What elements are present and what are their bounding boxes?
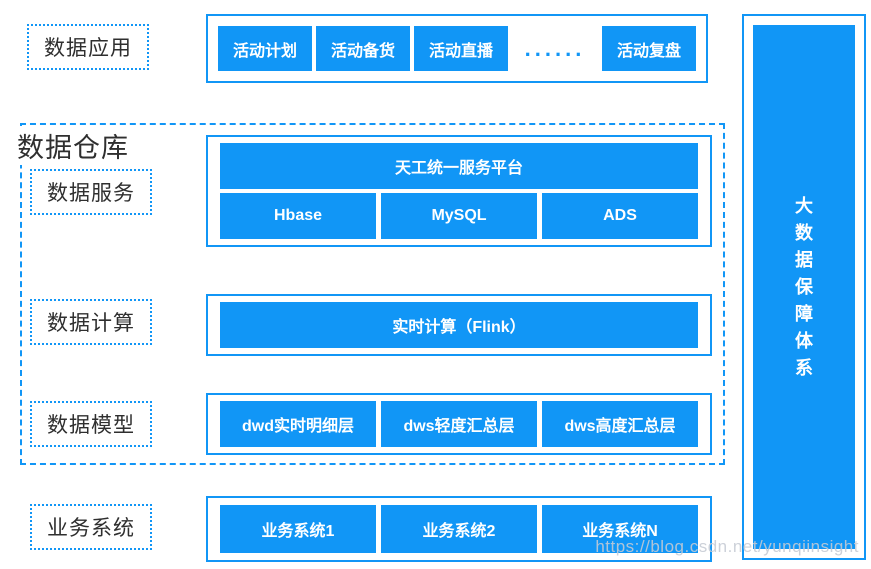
business-system-2-box: 业务系统2 xyxy=(381,505,537,553)
label-data-compute: 数据计算 xyxy=(30,299,152,345)
label-data-application: 数据应用 xyxy=(27,24,149,70)
label-business-system: 业务系统 xyxy=(30,504,152,550)
engine-box-hbase: Hbase xyxy=(220,193,376,239)
layer-box-dws-light: dws轻度汇总层 xyxy=(381,401,537,447)
assurance-bar-label: 大数据保障体系 xyxy=(795,195,813,378)
app-box-activity-live: 活动直播 xyxy=(414,26,508,71)
unified-service-platform-box: 天工统一服务平台 xyxy=(220,143,698,189)
storage-engine-row: Hbase MySQL ADS xyxy=(220,193,698,239)
ellipsis-dots: ...... xyxy=(524,35,586,61)
warehouse-dashed-region xyxy=(20,123,725,465)
label-data-service: 数据服务 xyxy=(30,169,152,215)
realtime-compute-flink-box: 实时计算（Flink） xyxy=(220,302,698,348)
app-box-activity-plan: 活动计划 xyxy=(218,26,312,71)
warehouse-title: 数据仓库 xyxy=(12,126,134,165)
layer-box-dws-high: dws高度汇总层 xyxy=(542,401,698,447)
business-system-n-box: 业务系统N xyxy=(542,505,698,553)
application-row-frame: 活动计划 活动备货 活动直播 ...... 活动复盘 xyxy=(206,14,708,83)
watermark-url: https://blog.csdn.net/yunqiinsight xyxy=(595,537,859,556)
label-data-model: 数据模型 xyxy=(30,401,152,447)
app-box-activity-review: 活动复盘 xyxy=(602,26,696,71)
layer-box-dwd-detail: dwd实时明细层 xyxy=(220,401,376,447)
business-system-1-box: 业务系统1 xyxy=(220,505,376,553)
app-box-activity-stock: 活动备货 xyxy=(316,26,410,71)
assurance-bar-fill: 大数据保障体系 xyxy=(753,25,855,549)
engine-box-ads: ADS xyxy=(542,193,698,239)
big-data-assurance-bar: 大数据保障体系 xyxy=(742,14,866,560)
engine-box-mysql: MySQL xyxy=(381,193,537,239)
compute-row-frame: 实时计算（Flink） xyxy=(206,294,712,356)
model-row-frame: dwd实时明细层 dws轻度汇总层 dws高度汇总层 xyxy=(206,393,712,455)
business-row-frame: 业务系统1 业务系统2 业务系统N xyxy=(206,496,712,562)
service-row-frame: 天工统一服务平台 Hbase MySQL ADS xyxy=(206,135,712,247)
